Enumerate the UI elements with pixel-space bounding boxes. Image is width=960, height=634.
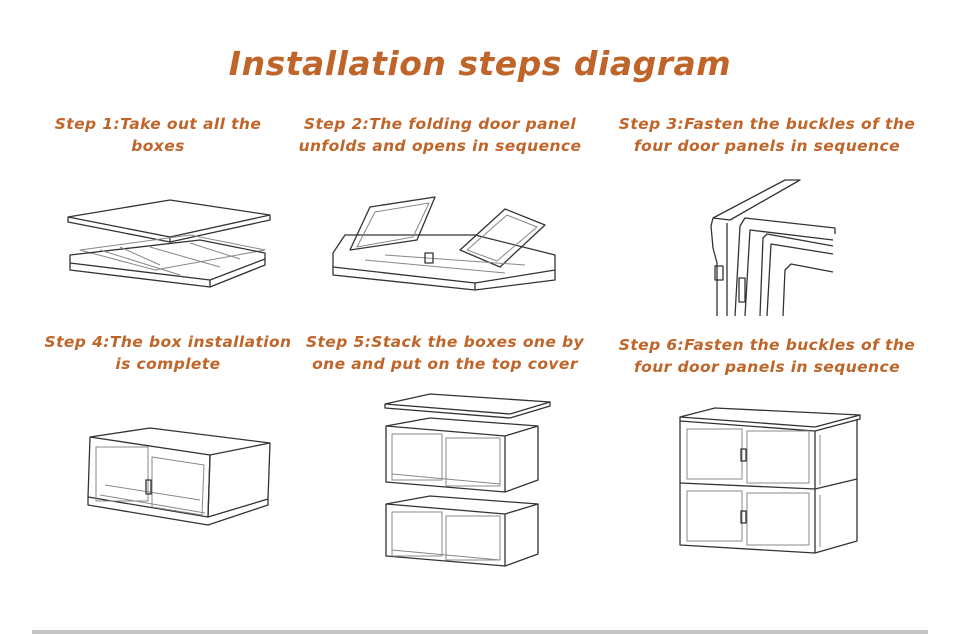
step-2-illustration: [332, 196, 556, 291]
step-4-line-2: is complete: [115, 355, 221, 373]
step-2-line-1: Step 2:The folding door panel: [303, 115, 577, 133]
step-6-illustration: [679, 407, 861, 554]
step-5-illustration: [384, 393, 551, 567]
step-1-line-2: boxes: [131, 137, 185, 155]
step-2-caption: Step 2:The folding door panel unfolds an…: [290, 113, 590, 157]
step-1-line-1: Step 1:Take out all the: [54, 115, 262, 133]
bottom-divider: [32, 630, 928, 634]
step-1-illustration: [67, 199, 271, 288]
step-3-illustration: [710, 179, 836, 317]
diagram-title: Installation steps diagram: [228, 44, 732, 83]
step-3-line-2: four door panels in sequence: [634, 137, 900, 155]
step-2-line-2: unfolds and opens in sequence: [298, 137, 582, 155]
upper-box: [385, 417, 539, 493]
step-6-line-2: four door panels in sequence: [634, 358, 900, 376]
step-6-caption: Step 6:Fasten the buckles of the four do…: [607, 334, 927, 378]
step-5-line-2: one and put on the top cover: [312, 355, 578, 373]
step-5-caption: Step 5:Stack the boxes one by one and pu…: [300, 331, 590, 375]
step-4-illustration: [87, 427, 271, 526]
lower-box: [385, 495, 539, 567]
step-3-caption: Step 3:Fasten the buckles of the four do…: [607, 113, 927, 157]
step-5-line-1: Step 5:Stack the boxes one by: [305, 333, 585, 351]
step-4-line-1: Step 4:The box installation: [44, 333, 292, 351]
step-3-line-1: Step 3:Fasten the buckles of the: [618, 115, 916, 133]
step-4-caption: Step 4:The box installation is complete: [38, 331, 298, 375]
step-6-line-1: Step 6:Fasten the buckles of the: [618, 336, 916, 354]
step-1-caption: Step 1:Take out all the boxes: [38, 113, 278, 157]
